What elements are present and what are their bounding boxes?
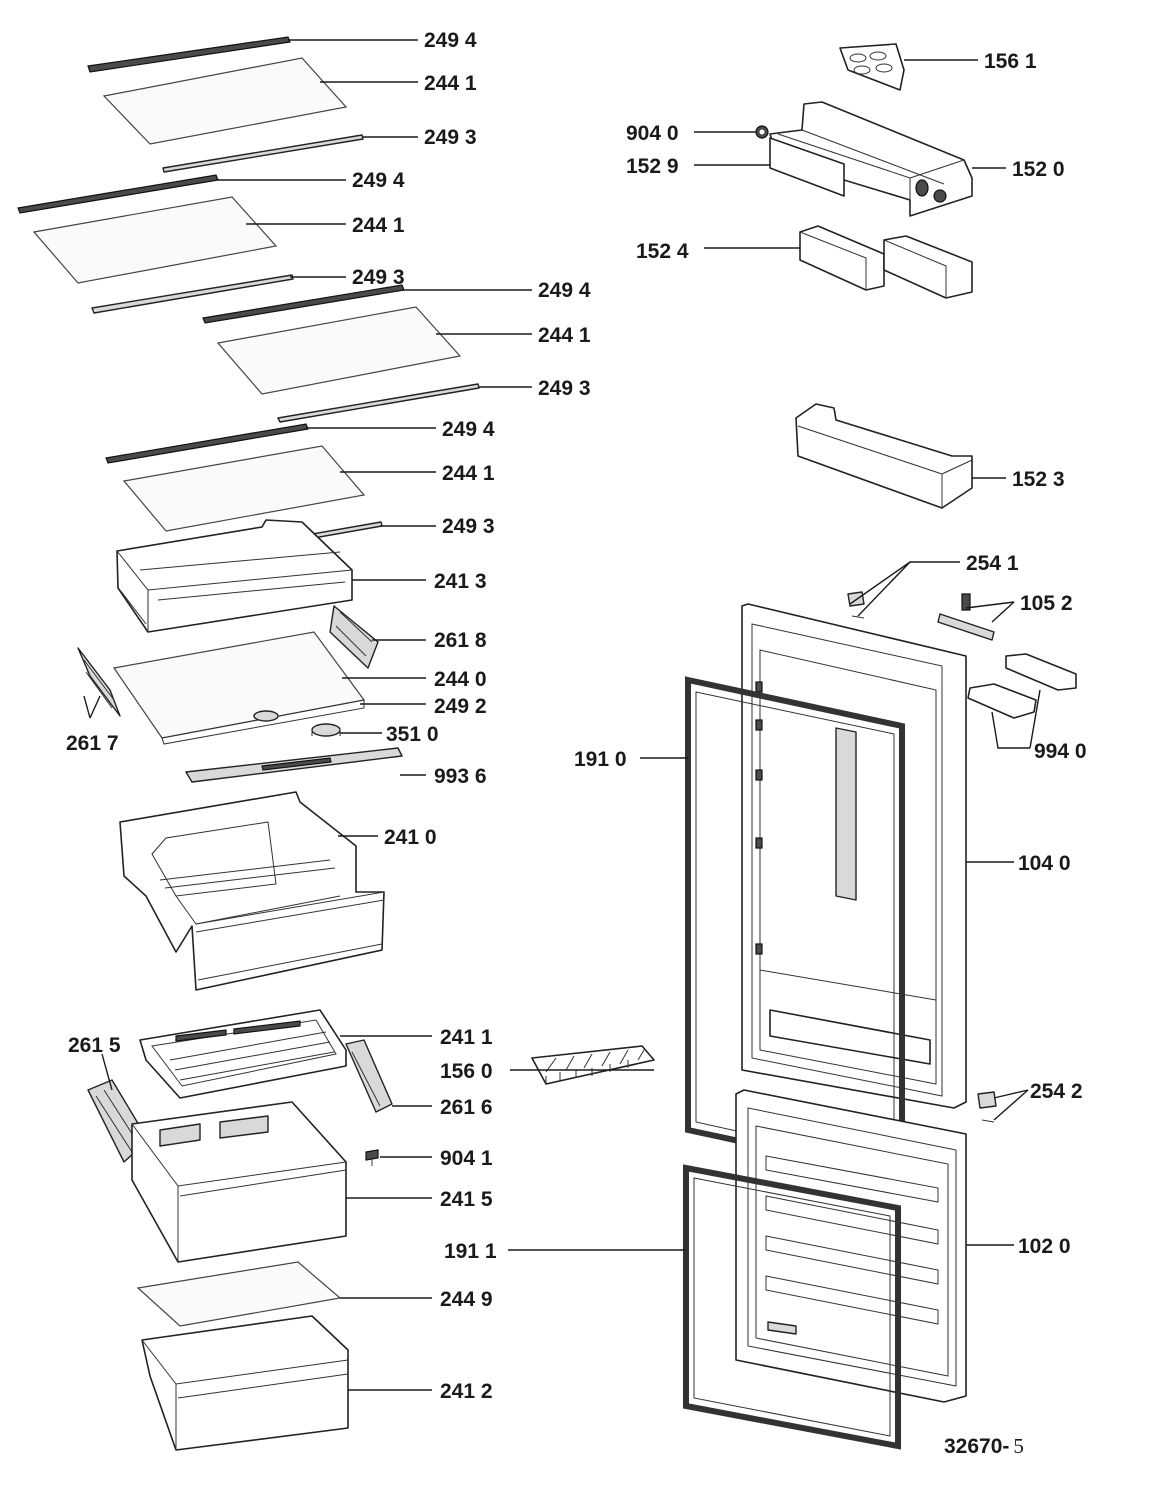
humidity-knob (311, 723, 341, 737)
shelf-trim-rear-2 (91, 274, 294, 314)
label-249-3: 249 3 (442, 515, 495, 538)
glass-shelf-2 (32, 196, 278, 284)
dairy-compartment (769, 101, 973, 217)
drawer-rail-left (77, 647, 121, 717)
freezer-drawer-middle (131, 1101, 347, 1263)
fridge-door (741, 603, 967, 1109)
ice-cube-tray (531, 1045, 655, 1085)
label-261-5: 261 5 (68, 1034, 121, 1057)
label-244-9: 244 9 (440, 1288, 493, 1311)
shelf-trim-rear-1 (162, 134, 364, 173)
label-191-1: 191 1 (444, 1240, 497, 1263)
label-249-4: 249 4 (352, 169, 405, 192)
label-152-0: 152 0 (1012, 158, 1065, 181)
crisper-cover-glass (112, 631, 366, 745)
label-261-8: 261 8 (434, 629, 487, 652)
humidity-slider-cover (185, 747, 403, 783)
leader-lines (83, 39, 1041, 1391)
freezer-drawer-bottom (141, 1315, 349, 1451)
drawer-rail-right (329, 605, 379, 669)
label-249-4: 249 4 (424, 29, 477, 52)
label-249-3: 249 3 (352, 266, 405, 289)
glass-shelf-4 (122, 445, 366, 532)
door-balcony-small (799, 225, 973, 299)
label-244-1: 244 1 (538, 324, 591, 347)
label-241-0: 241 0 (384, 826, 437, 849)
label-102-0: 102 0 (1018, 1235, 1071, 1258)
label-993-6: 993 6 (434, 765, 487, 788)
label-351-0: 351 0 (386, 723, 439, 746)
egg-holder (839, 43, 905, 91)
part-labels: 249 4 244 1 249 3 249 4 244 1 249 3 249 … (66, 29, 1087, 1458)
freezer-tray-upper (139, 1009, 347, 1099)
label-244-1: 244 1 (424, 72, 477, 95)
label-191-0: 191 0 (574, 748, 627, 771)
shelf-trim-rear-3 (277, 383, 480, 423)
label-904-0: 904 0 (626, 122, 679, 145)
label-244-1: 244 1 (442, 462, 495, 485)
label-241-1: 241 1 (440, 1026, 493, 1049)
freezer-door-gasket (683, 1164, 901, 1450)
label-249-3: 249 3 (424, 126, 477, 149)
door-balcony-large (795, 403, 973, 509)
label-105-2: 105 2 (1020, 592, 1073, 615)
crisper-drawer-large (119, 791, 385, 991)
label-254-1: 254 1 (966, 552, 1019, 575)
drawer-upper-tray (116, 519, 353, 633)
label-104-0: 104 0 (1018, 852, 1071, 875)
label-904-1: 904 1 (440, 1147, 493, 1170)
label-152-9: 152 9 (626, 155, 679, 178)
label-152-3: 152 3 (1012, 468, 1065, 491)
freezer-door (735, 1089, 967, 1403)
label-241-3: 241 3 (434, 570, 487, 593)
freezer-rail-right (345, 1039, 393, 1113)
label-241-2: 241 2 (440, 1380, 493, 1403)
label-254-2: 254 2 (1030, 1080, 1083, 1103)
label-994-0: 994 0 (1034, 740, 1087, 763)
label-152-4: 152 4 (636, 240, 689, 263)
hinge-bracket (967, 653, 1077, 719)
label-244-1: 244 1 (352, 214, 405, 237)
label-249-4: 249 4 (538, 279, 591, 302)
label-261-7: 261 7 (66, 732, 119, 755)
label-249-2: 249 2 (434, 695, 487, 718)
label-156-0: 156 0 (440, 1060, 493, 1083)
shelf-trim-front-1 (87, 36, 291, 73)
shelf-trim-front-4 (105, 423, 309, 464)
hinge-cover-bottom (977, 1091, 997, 1123)
washer (755, 125, 769, 139)
glass-shelf-1 (102, 57, 348, 145)
label-241-5: 241 5 (440, 1188, 493, 1211)
label-249-3: 249 3 (538, 377, 591, 400)
door-hinge-top (937, 593, 995, 641)
label-244-0: 244 0 (434, 668, 487, 691)
drawing-code: 32670-5 (944, 1434, 1024, 1458)
glass-shelf-3 (216, 306, 462, 395)
label-261-6: 261 6 (440, 1096, 493, 1119)
label-156-1: 156 1 (984, 50, 1037, 73)
label-249-4: 249 4 (442, 418, 495, 441)
screw (365, 1149, 379, 1166)
